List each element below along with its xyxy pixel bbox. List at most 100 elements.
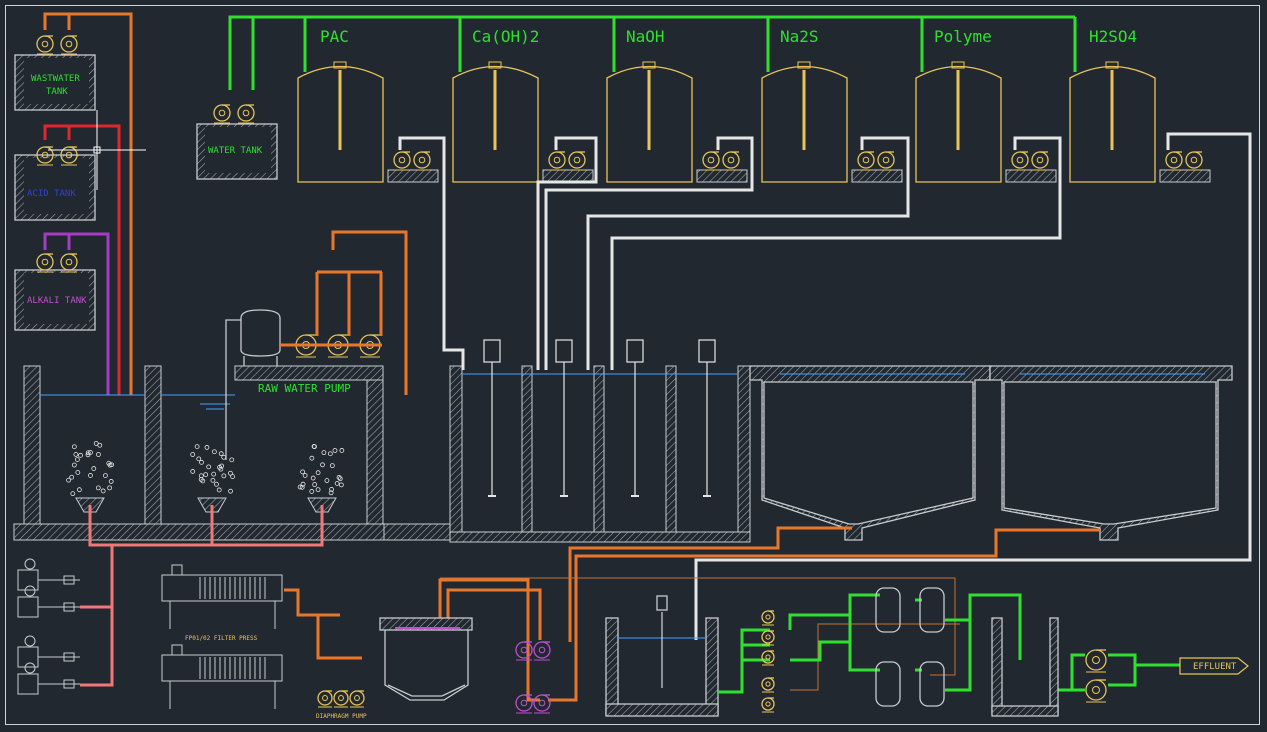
- chemical-label: PAC: [320, 27, 349, 46]
- air-bubble: [85, 450, 91, 456]
- pump-icon: [722, 151, 740, 171]
- pump-impeller: [538, 646, 546, 654]
- tank-body: [606, 65, 693, 183]
- air-bubble: [338, 482, 344, 488]
- diaphragm-pump-label: DIAPHRAGM PUMP: [316, 713, 367, 720]
- pressure-vessel: [225, 309, 281, 460]
- air-bubble: [221, 473, 227, 479]
- pressure-filters: [875, 587, 945, 707]
- pump-impeller: [765, 654, 771, 660]
- pump-casing: [60, 35, 78, 53]
- pump-skid: [1159, 169, 1211, 183]
- pump-impeller: [553, 156, 561, 164]
- pump-impeller: [242, 109, 250, 117]
- pump-casing: [333, 690, 349, 706]
- tank-motor: [951, 61, 965, 69]
- chemical-tank: [297, 61, 439, 183]
- air-bubble: [107, 462, 113, 468]
- pump-icon: [515, 694, 533, 714]
- water-tank-label: WATER TANK: [208, 146, 263, 156]
- mixer-motor: [483, 339, 501, 363]
- pump-impeller: [538, 699, 546, 707]
- metering-pump: [17, 585, 80, 618]
- pump-head: [17, 596, 39, 618]
- pump-casing: [702, 151, 720, 169]
- air-bubble: [309, 455, 315, 461]
- sludge-lines: [284, 526, 1100, 702]
- air-bubble: [214, 481, 219, 487]
- final-tank: [605, 595, 719, 717]
- air-bubble: [97, 442, 103, 448]
- tank-body: [761, 65, 848, 183]
- pump-casing: [761, 697, 775, 711]
- effluent-label: EFFLUENT: [1193, 662, 1237, 672]
- tank-motor: [1105, 61, 1119, 69]
- pump-icon: [533, 641, 551, 661]
- chemical-label: Ca(OH)2: [472, 27, 539, 46]
- pump-skid: [387, 169, 439, 183]
- pump-icon: [36, 35, 54, 55]
- air-bubble: [199, 459, 204, 465]
- air-bubble: [107, 485, 113, 491]
- small-pumps: [36, 35, 381, 358]
- air-bubble: [300, 469, 306, 475]
- press-frame: [161, 654, 283, 682]
- chemical-label: Na2S: [780, 27, 819, 46]
- pump-icon: [349, 690, 365, 708]
- pump-casing: [722, 151, 740, 169]
- pump-impeller: [1092, 686, 1100, 694]
- pump-impeller: [218, 109, 226, 117]
- pump-casing: [761, 610, 775, 624]
- air-bubble: [315, 470, 321, 476]
- mixer-icon: [698, 339, 716, 497]
- pump-icon: [857, 151, 875, 171]
- air-bubble: [100, 488, 106, 494]
- air-bubble: [228, 470, 233, 476]
- tank-body: [297, 65, 384, 183]
- pump-impeller: [520, 699, 528, 707]
- pump-casing: [515, 641, 533, 659]
- metering-pumps: [17, 558, 80, 695]
- filter-press-label: FP01/02 FILTER PRESS: [185, 635, 258, 642]
- pump-impeller: [322, 695, 328, 701]
- pump-icon: [237, 104, 255, 124]
- left-tank-labels: WASTWATER TANK ACID TANK ALKALI TANK WAT…: [27, 74, 263, 306]
- chemical-header-lines: [228, 15, 1077, 90]
- pump-impeller: [707, 156, 715, 164]
- pump-valve: [63, 602, 75, 612]
- pump-impeller: [41, 151, 49, 159]
- chemical-label: Polyme: [934, 27, 992, 46]
- pump-impeller: [573, 156, 581, 164]
- air-bubble: [96, 452, 101, 457]
- pump-skid: [1005, 169, 1057, 183]
- chemical-tanks: [297, 61, 1211, 183]
- air-bubble: [88, 473, 93, 478]
- pump-impeller: [862, 156, 870, 164]
- pump-icon: [36, 146, 54, 166]
- air-bubble: [206, 464, 212, 470]
- aerator: [297, 444, 345, 513]
- pump-impeller: [520, 646, 528, 654]
- air-bubble: [329, 487, 334, 492]
- air-line: [80, 505, 324, 687]
- pump-casing: [393, 151, 411, 169]
- chemical-tank: [1069, 61, 1211, 183]
- air-bubble: [339, 448, 345, 453]
- mixer-motor: [626, 339, 644, 363]
- air-bubble: [216, 487, 222, 493]
- pump-icon: [413, 151, 431, 171]
- reaction-tanks: [383, 365, 751, 543]
- pump-skid: [696, 169, 748, 183]
- pump-impeller: [354, 695, 360, 701]
- tank-motor: [488, 61, 502, 69]
- pump-gauge: [24, 662, 36, 674]
- mixer-motor: [698, 339, 716, 363]
- pump-icon: [333, 690, 349, 708]
- thin-return-lines: [440, 577, 960, 691]
- diaphragm-pumps: [317, 690, 365, 708]
- air-bubble: [74, 457, 80, 463]
- tank-motor: [333, 61, 347, 69]
- press-frame: [161, 574, 283, 602]
- pump-casing: [761, 630, 775, 644]
